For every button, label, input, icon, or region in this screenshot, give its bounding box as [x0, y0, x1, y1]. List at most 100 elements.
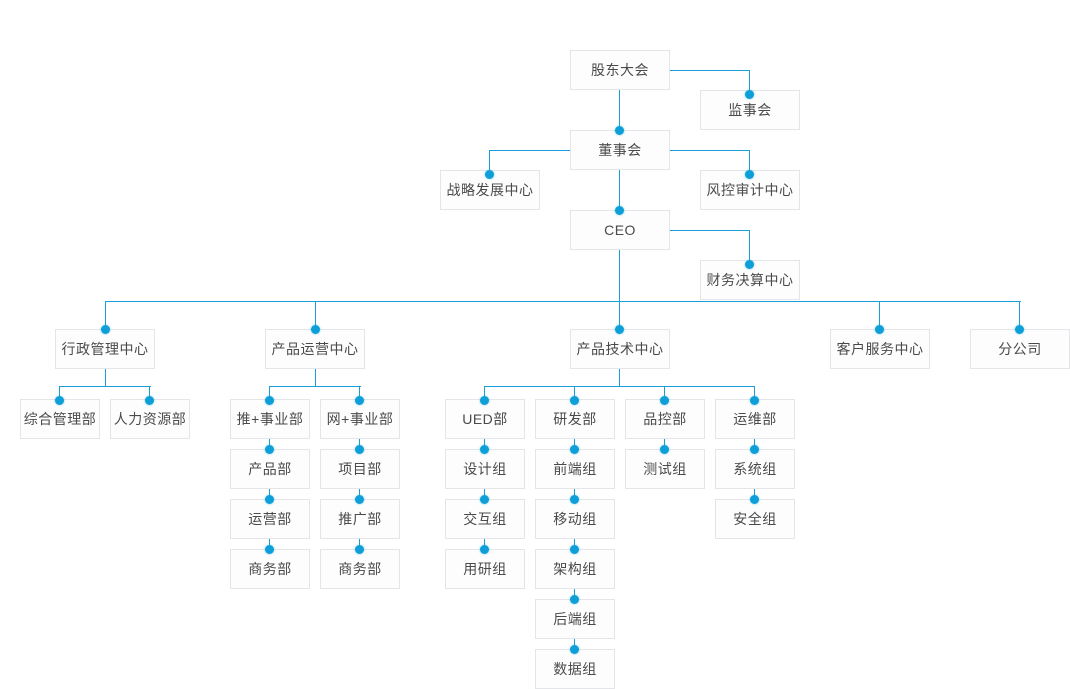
node-architecture-group[interactable]: 架构组	[535, 549, 615, 589]
edge-prodtech-stem	[619, 369, 621, 386]
node-interaction-group[interactable]: 交互组	[445, 499, 525, 539]
connector-dot-tui-bu	[265, 396, 274, 405]
node-system-group[interactable]: 系统组	[715, 449, 795, 489]
edge-prodtech-bar	[484, 386, 755, 388]
edge-trunk-prodops	[315, 301, 317, 333]
connector-dot-general-mgmt	[55, 396, 64, 405]
connector-dot-backend-group	[570, 595, 579, 604]
node-shareholders[interactable]: 股东大会	[570, 50, 670, 90]
node-customer-service-center[interactable]: 客户服务中心	[830, 329, 930, 369]
node-business-dept-2[interactable]: 商务部	[320, 549, 400, 589]
node-general-management-dept[interactable]: 综合管理部	[20, 399, 100, 439]
edge-board-strategy-v	[489, 150, 491, 174]
edge-shareholders-board	[619, 90, 621, 134]
node-ops-dept[interactable]: 运维部	[715, 399, 795, 439]
node-product-ops-center[interactable]: 产品运营中心	[265, 329, 365, 369]
connector-dot-wang-bu	[355, 396, 364, 405]
node-hr-dept[interactable]: 人力资源部	[110, 399, 190, 439]
edge-shareholders-supervisors-v	[749, 70, 751, 94]
connector-dot-admin	[101, 325, 110, 334]
edge-ceo-trunk-stem	[619, 250, 621, 302]
connector-dot-rnd	[570, 396, 579, 405]
node-backend-group[interactable]: 后端组	[535, 599, 615, 639]
node-design-group[interactable]: 设计组	[445, 449, 525, 489]
node-board[interactable]: 董事会	[570, 130, 670, 170]
edge-prodops-stem	[315, 369, 317, 386]
edge-ceo-finance-v	[749, 230, 751, 264]
node-rnd-dept[interactable]: 研发部	[535, 399, 615, 439]
connector-dot-prodtech	[615, 325, 624, 334]
connector-dot-user-research-group	[480, 545, 489, 554]
node-security-group[interactable]: 安全组	[715, 499, 795, 539]
connector-dot-business-dept-1	[265, 545, 274, 554]
node-wang-business-unit[interactable]: 网+事业部	[320, 399, 400, 439]
connector-dot-qa	[660, 396, 669, 405]
connector-dot-ceo	[615, 206, 624, 215]
connector-dot-branch	[1015, 325, 1024, 334]
connector-dot-prodops	[311, 325, 320, 334]
edge-admin-hr	[149, 386, 151, 403]
node-operations-dept[interactable]: 运营部	[230, 499, 310, 539]
node-admin-center[interactable]: 行政管理中心	[55, 329, 155, 369]
node-ued-dept[interactable]: UED部	[445, 399, 525, 439]
connector-dot-system-group	[750, 445, 759, 454]
node-promotion-dept[interactable]: 推广部	[320, 499, 400, 539]
connector-dot-product-dept	[265, 445, 274, 454]
edge-board-strategy-h	[490, 150, 570, 152]
edge-board-riskaudit-h	[670, 150, 750, 152]
connector-dot-mobile-group	[570, 495, 579, 504]
node-branch-company[interactable]: 分公司	[970, 329, 1070, 369]
connector-dot-operations-dept	[265, 495, 274, 504]
edge-trunk-custsvc	[879, 301, 881, 333]
node-data-group[interactable]: 数据组	[535, 649, 615, 689]
connector-dot-security-group	[750, 495, 759, 504]
node-test-group[interactable]: 测试组	[625, 449, 705, 489]
edge-prodtech-ued	[484, 386, 486, 403]
connector-dot-frontend-group	[570, 445, 579, 454]
connector-dot-board	[615, 126, 624, 135]
connector-dot-project-dept	[355, 445, 364, 454]
connector-dot-custsvc	[875, 325, 884, 334]
edge-prodtech-rnd	[574, 386, 576, 403]
edge-prodops-tui	[269, 386, 271, 403]
connector-dot-hr	[145, 396, 154, 405]
edge-prodops-bar	[269, 386, 361, 388]
connector-dot-ops	[750, 396, 759, 405]
node-project-dept[interactable]: 项目部	[320, 449, 400, 489]
node-frontend-group[interactable]: 前端组	[535, 449, 615, 489]
node-user-research-group[interactable]: 用研组	[445, 549, 525, 589]
edge-admin-bar	[59, 386, 151, 388]
connector-dot-promotion-dept	[355, 495, 364, 504]
edge-trunk-branch	[1019, 301, 1021, 333]
node-business-dept-1[interactable]: 商务部	[230, 549, 310, 589]
connector-dot-business-dept-2	[355, 545, 364, 554]
edge-admin-stem	[105, 369, 107, 386]
node-product-dept[interactable]: 产品部	[230, 449, 310, 489]
edge-prodtech-qa	[664, 386, 666, 403]
node-qa-dept[interactable]: 品控部	[625, 399, 705, 439]
connector-dot-supervisors	[745, 90, 754, 99]
node-ceo[interactable]: CEO	[570, 210, 670, 250]
node-product-tech-center[interactable]: 产品技术中心	[570, 329, 670, 369]
connector-dot-riskaudit	[745, 170, 754, 179]
edge-trunk-admin	[105, 301, 107, 333]
connector-dot-data-group	[570, 645, 579, 654]
edge-trunk-prodtech	[619, 301, 621, 333]
connector-dot-architecture-group	[570, 545, 579, 554]
connector-dot-test-group	[660, 445, 669, 454]
node-tui-business-unit[interactable]: 推+事业部	[230, 399, 310, 439]
edge-prodtech-ops	[754, 386, 756, 403]
edge-ceo-finance-h	[670, 230, 750, 232]
connector-dot-strategy	[485, 170, 494, 179]
connector-dot-interaction-group	[480, 495, 489, 504]
edge-board-riskaudit-v	[749, 150, 751, 174]
edge-admin-general	[59, 386, 61, 403]
edge-prodops-wang	[359, 386, 361, 403]
connector-dot-ued	[480, 396, 489, 405]
connector-dot-finance	[745, 260, 754, 269]
edge-shareholders-supervisors-h	[670, 70, 750, 72]
node-mobile-group[interactable]: 移动组	[535, 499, 615, 539]
connector-dot-design-group	[480, 445, 489, 454]
edge-board-ceo	[619, 170, 621, 214]
